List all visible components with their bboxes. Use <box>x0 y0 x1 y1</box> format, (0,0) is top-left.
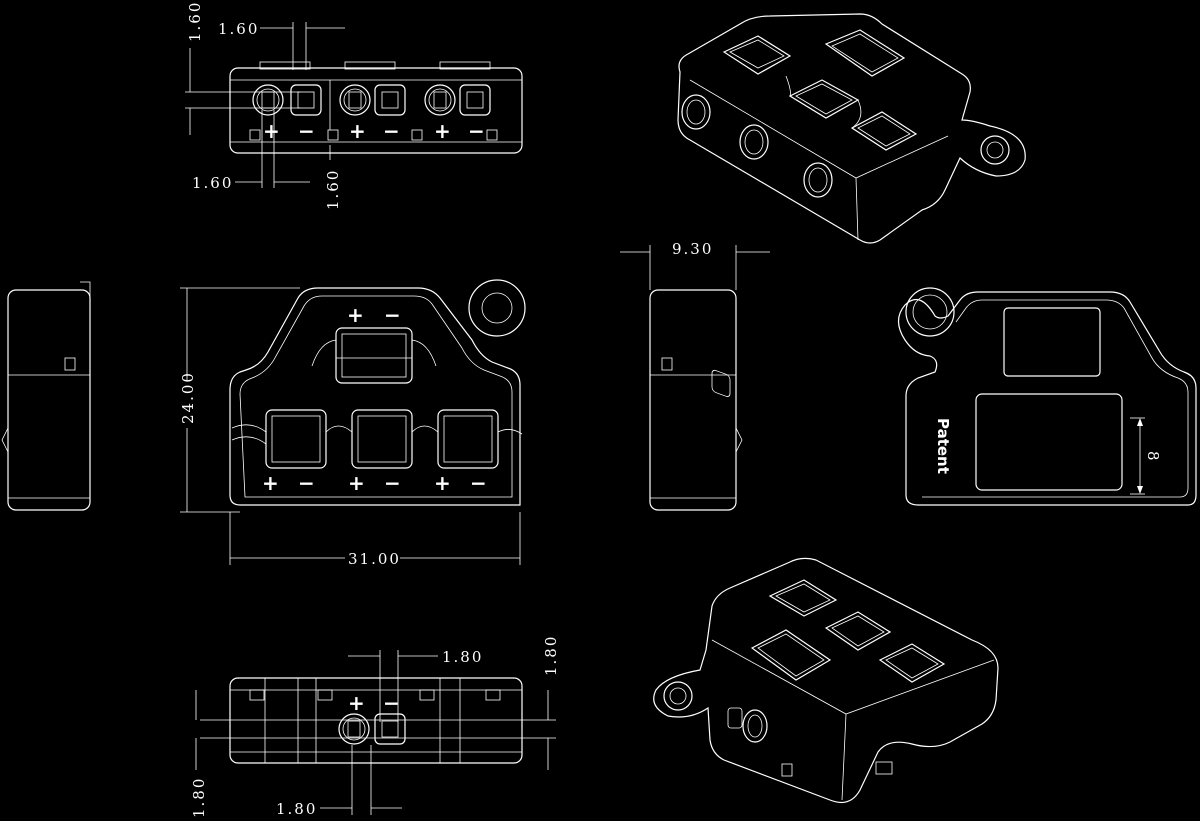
isometric-view-top <box>677 13 1026 397</box>
top-plus-4: + <box>434 471 451 495</box>
dim-bottom-pin-height-left: 1.80 <box>190 777 208 818</box>
top-clamp <box>311 327 437 384</box>
top-minus-4: − <box>470 471 487 495</box>
bottom-view: + − 1.80 1.80 1.80 1.80 <box>190 635 560 818</box>
dim-back-label: 8 <box>1144 451 1162 463</box>
front-pin-group-1 <box>252 84 322 116</box>
front-plus-2: + <box>349 119 366 143</box>
front-minus-1: − <box>298 119 315 143</box>
front-pin-group-3 <box>424 84 491 116</box>
dim-front-pin-width-bottom: 1.60 <box>192 174 233 192</box>
dim-bottom-pin-width-top: 1.80 <box>442 648 483 666</box>
top-minus-2: − <box>298 471 315 495</box>
dim-bottom-pin-width-bottom: 1.80 <box>276 800 317 818</box>
top-view: + − + − + − + − <box>179 279 526 568</box>
dim-side-depth: 9.30 <box>672 240 713 258</box>
top-minus-3: − <box>384 471 401 495</box>
top-dimensions: 24.00 31.00 <box>179 287 521 568</box>
front-view: + − + − + − 1.60 1.60 1.60 1 <box>185 1 523 210</box>
front-minus-2: − <box>383 119 400 143</box>
back-patent-label: Patent <box>934 418 952 474</box>
bottom-plus: + <box>348 691 365 715</box>
dim-front-pin-width: 1.60 <box>218 20 259 38</box>
top-plus-1: + <box>347 303 364 327</box>
back-view: Patent 8 <box>897 287 1197 506</box>
bottom-dimensions: 1.80 1.80 1.80 1.80 <box>190 635 560 818</box>
left-side-view <box>1 281 91 511</box>
front-minus-3: − <box>468 119 485 143</box>
bottom-minus: − <box>383 691 400 715</box>
front-pin-group-2 <box>339 84 406 116</box>
dim-bottom-pin-height-right: 1.80 <box>542 635 560 676</box>
dim-front-pin-height-bottom: 1.60 <box>324 169 342 210</box>
dim-top-width: 31.00 <box>348 550 401 568</box>
clamp-row <box>231 409 523 469</box>
front-dimensions: 1.60 1.60 1.60 1.60 <box>185 1 345 210</box>
dim-top-height: 24.00 <box>179 371 197 424</box>
top-minus-1: − <box>384 303 401 327</box>
top-plus-2: + <box>262 471 279 495</box>
front-plus-1: + <box>263 119 280 143</box>
right-side-view: 9.30 <box>620 240 770 511</box>
top-plus-3: + <box>348 471 365 495</box>
front-plus-3: + <box>434 119 451 143</box>
dim-front-pin-height: 1.60 <box>186 1 204 42</box>
isometric-view-bottom <box>653 557 999 803</box>
